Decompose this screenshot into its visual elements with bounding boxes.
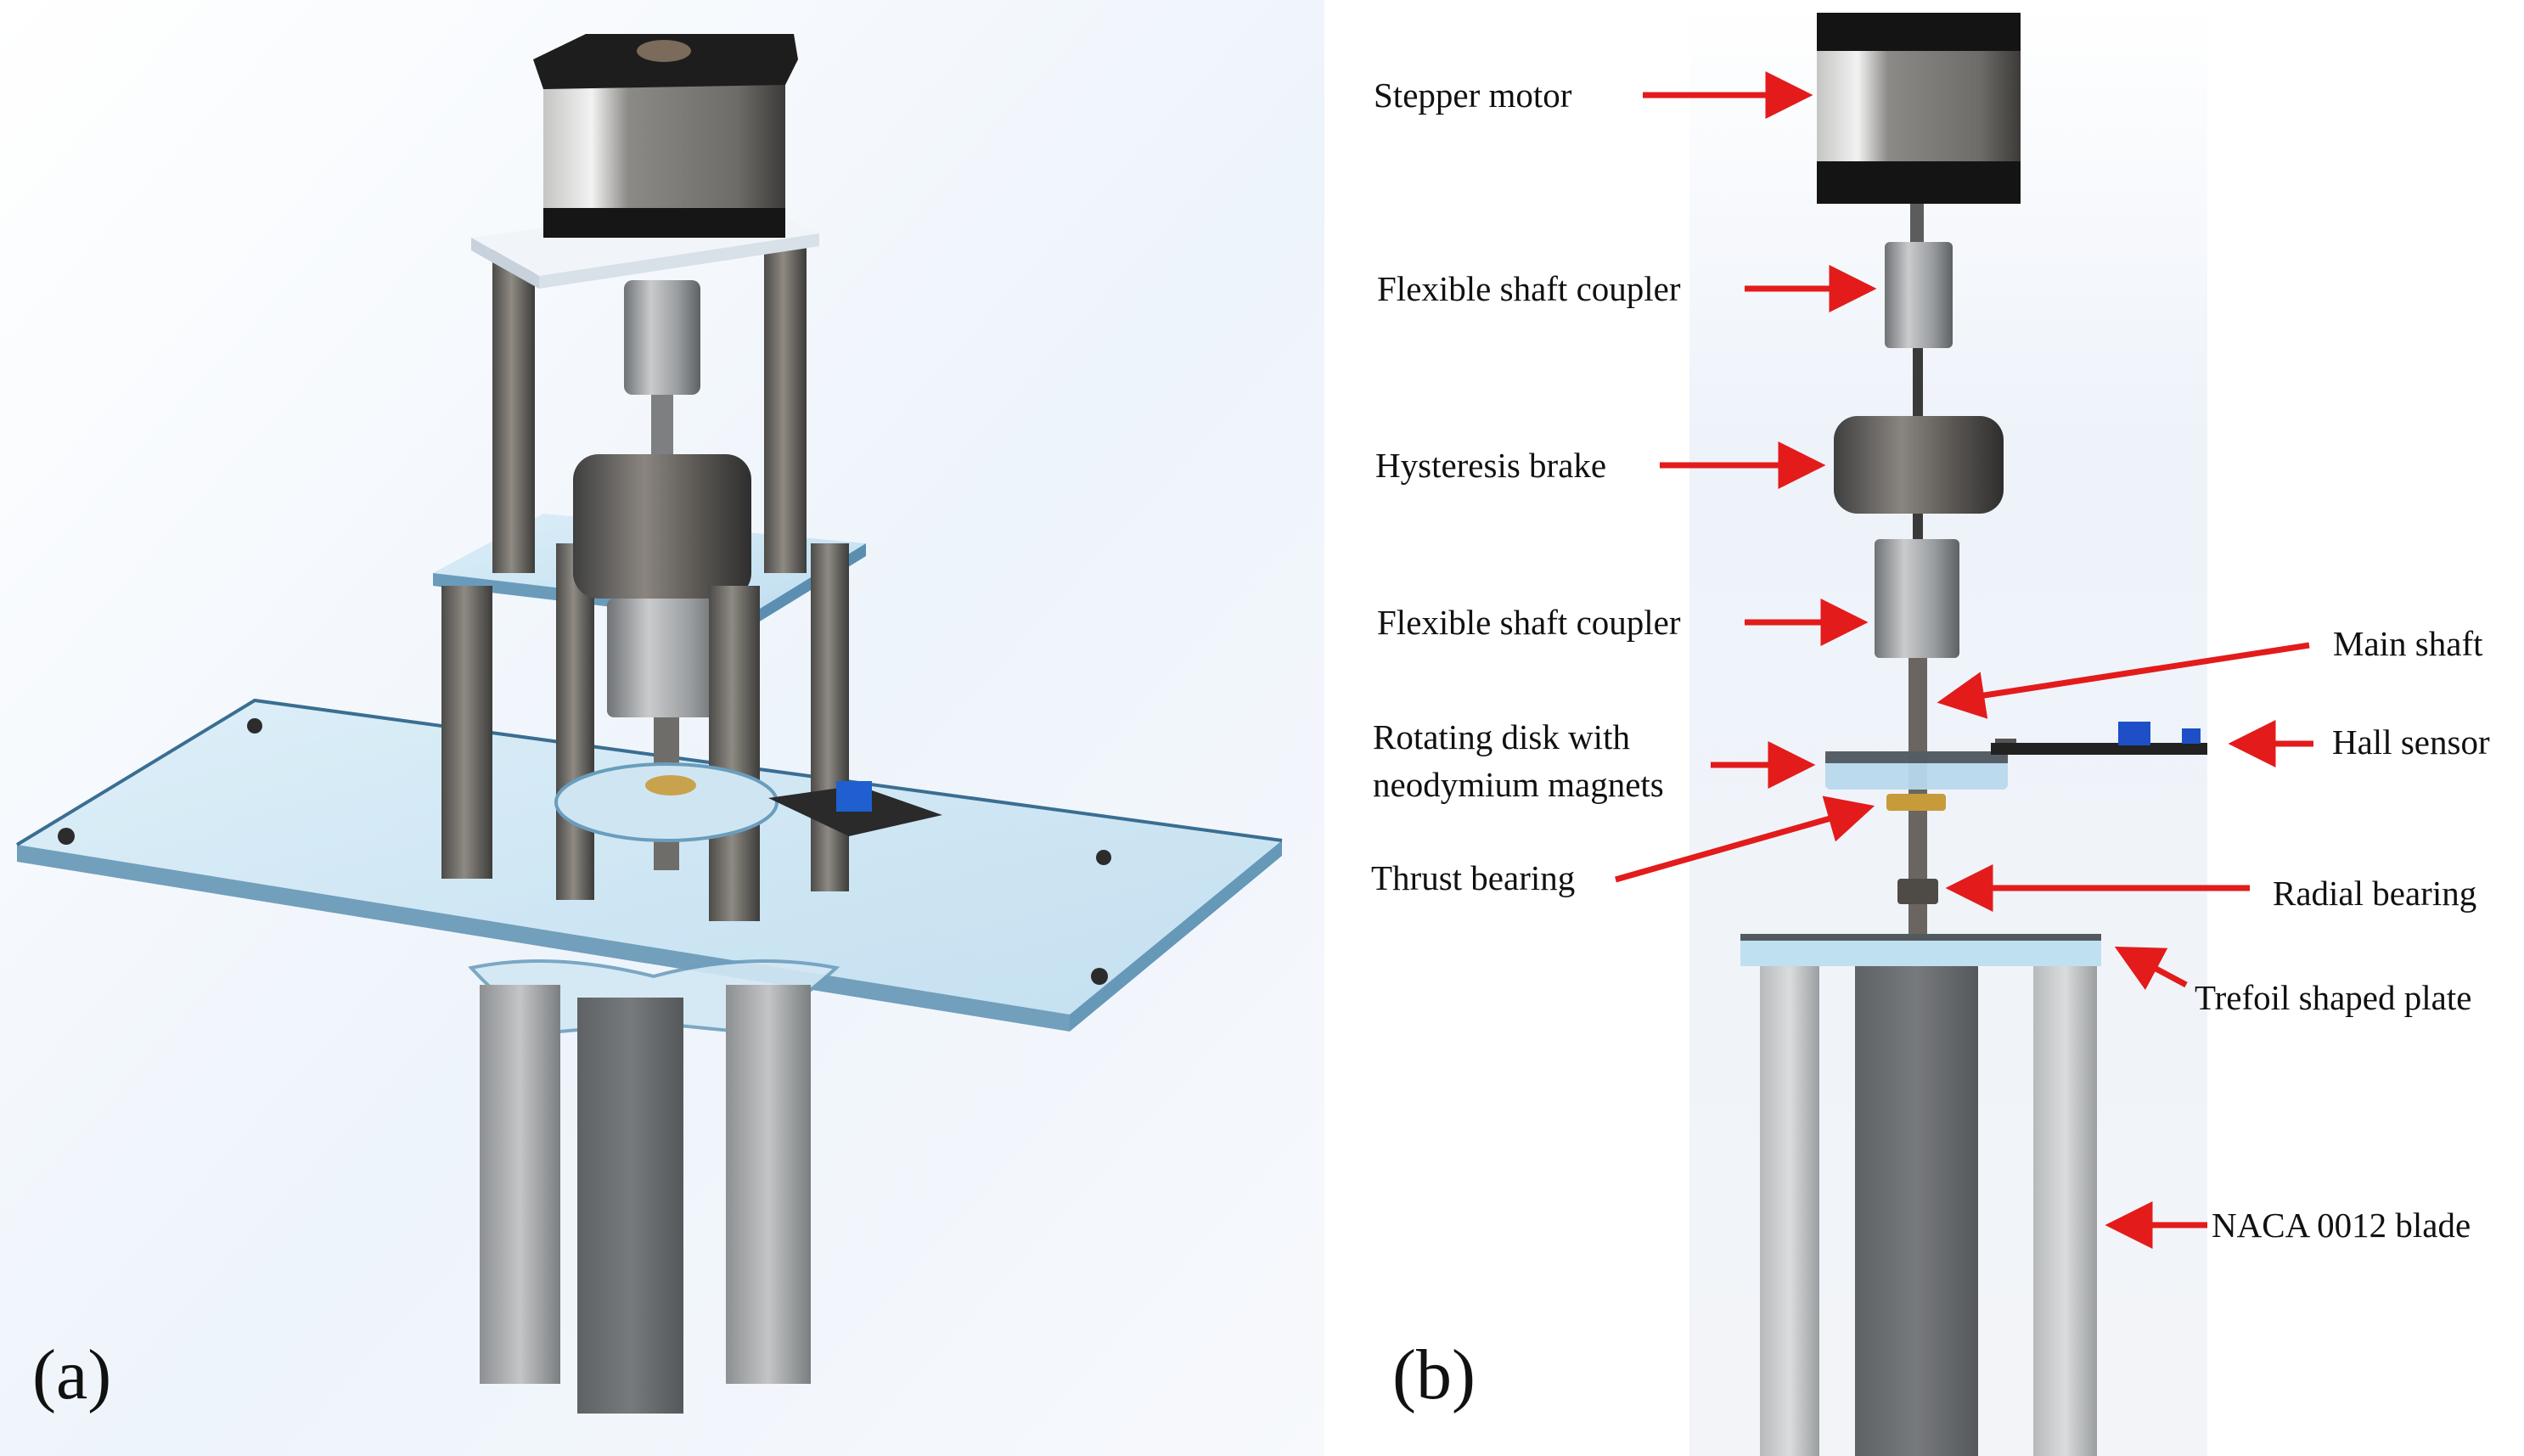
panel-a-render <box>0 0 1324 1456</box>
label-main-shaft: Main shaft <box>2333 624 2483 663</box>
label-thrust-bearing: Thrust bearing <box>1371 858 1576 897</box>
callout-arrows <box>1615 71 2313 1249</box>
base-plate <box>17 700 1282 1015</box>
stepper-motor-part <box>1817 13 2021 204</box>
label-trefoil-plate: Trefoil shaped plate <box>2195 978 2472 1017</box>
label-rotating-disk-line2: neodymium magnets <box>1373 765 1664 804</box>
label-radial-bearing: Radial bearing <box>2273 874 2477 913</box>
label-blade: NACA 0012 blade <box>2212 1206 2471 1245</box>
arrow-thrust-bearing <box>1615 795 1875 883</box>
arrow-trefoil-plate <box>2114 947 2188 991</box>
panel-b-exploded <box>1689 0 2207 1456</box>
thrust-bearing-part <box>1886 794 1946 811</box>
coupler-bottom-part <box>1875 539 1959 658</box>
hysteresis-brake-part <box>1834 416 2004 514</box>
label-stepper-motor: Stepper motor <box>1374 76 1572 115</box>
arrow-main-shaft <box>1937 642 2310 719</box>
panel-label-a: (a) <box>32 1335 112 1414</box>
radial-bearing-part <box>1897 879 1938 904</box>
label-rotating-disk-line1: Rotating disk with <box>1373 717 1630 756</box>
label-coupler-bottom: Flexible shaft coupler <box>1377 603 1681 642</box>
label-coupler-top: Flexible shaft coupler <box>1377 269 1681 308</box>
panel-label-b: (b) <box>1392 1335 1476 1414</box>
label-hysteresis-brake: Hysteresis brake <box>1375 446 1607 485</box>
label-hall-sensor: Hall sensor <box>2332 722 2490 762</box>
hall-sensor-part <box>1991 722 2207 755</box>
blades-part <box>1760 966 2097 1456</box>
coupler-top-part <box>1885 242 1953 348</box>
